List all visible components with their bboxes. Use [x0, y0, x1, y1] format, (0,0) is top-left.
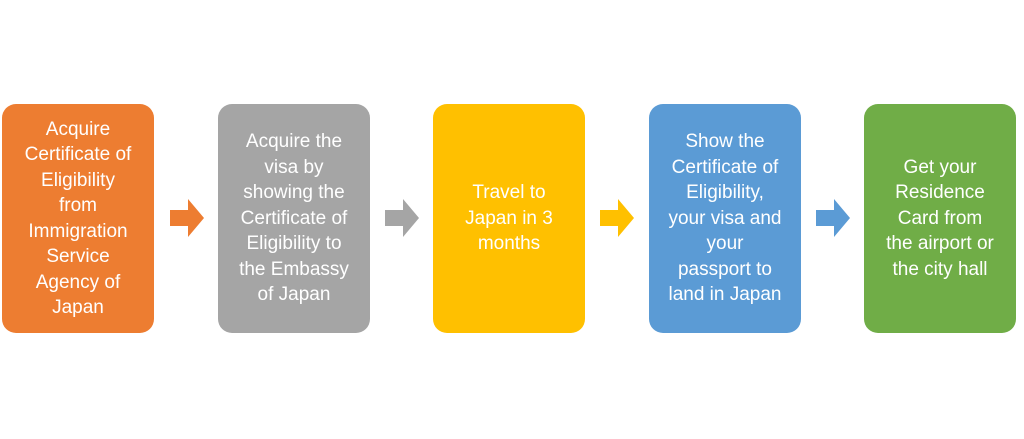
step-2-box: Acquire the visa by showing the Certific… [218, 104, 370, 333]
step-1-box: Acquire Certificate of Eligibility from … [2, 104, 154, 333]
step-4-box: Show the Certificate of Eligibility, you… [649, 104, 801, 333]
arrow-2-icon [385, 199, 419, 237]
arrow-4-icon [816, 199, 850, 237]
step-3-label: Travel to Japan in 3 months [465, 182, 553, 255]
arrow-3-icon [600, 199, 634, 237]
step-5-label: Get your Residence Card from the airport… [886, 156, 994, 280]
step-3-box: Travel to Japan in 3 months [433, 104, 585, 333]
step-2-label: Acquire the visa by showing the Certific… [239, 131, 349, 306]
arrow-1-icon [170, 199, 204, 237]
step-5-box: Get your Residence Card from the airport… [864, 104, 1016, 333]
step-1-label: Acquire Certificate of Eligibility from … [24, 118, 132, 319]
step-4-label: Show the Certificate of Eligibility, you… [668, 131, 782, 306]
